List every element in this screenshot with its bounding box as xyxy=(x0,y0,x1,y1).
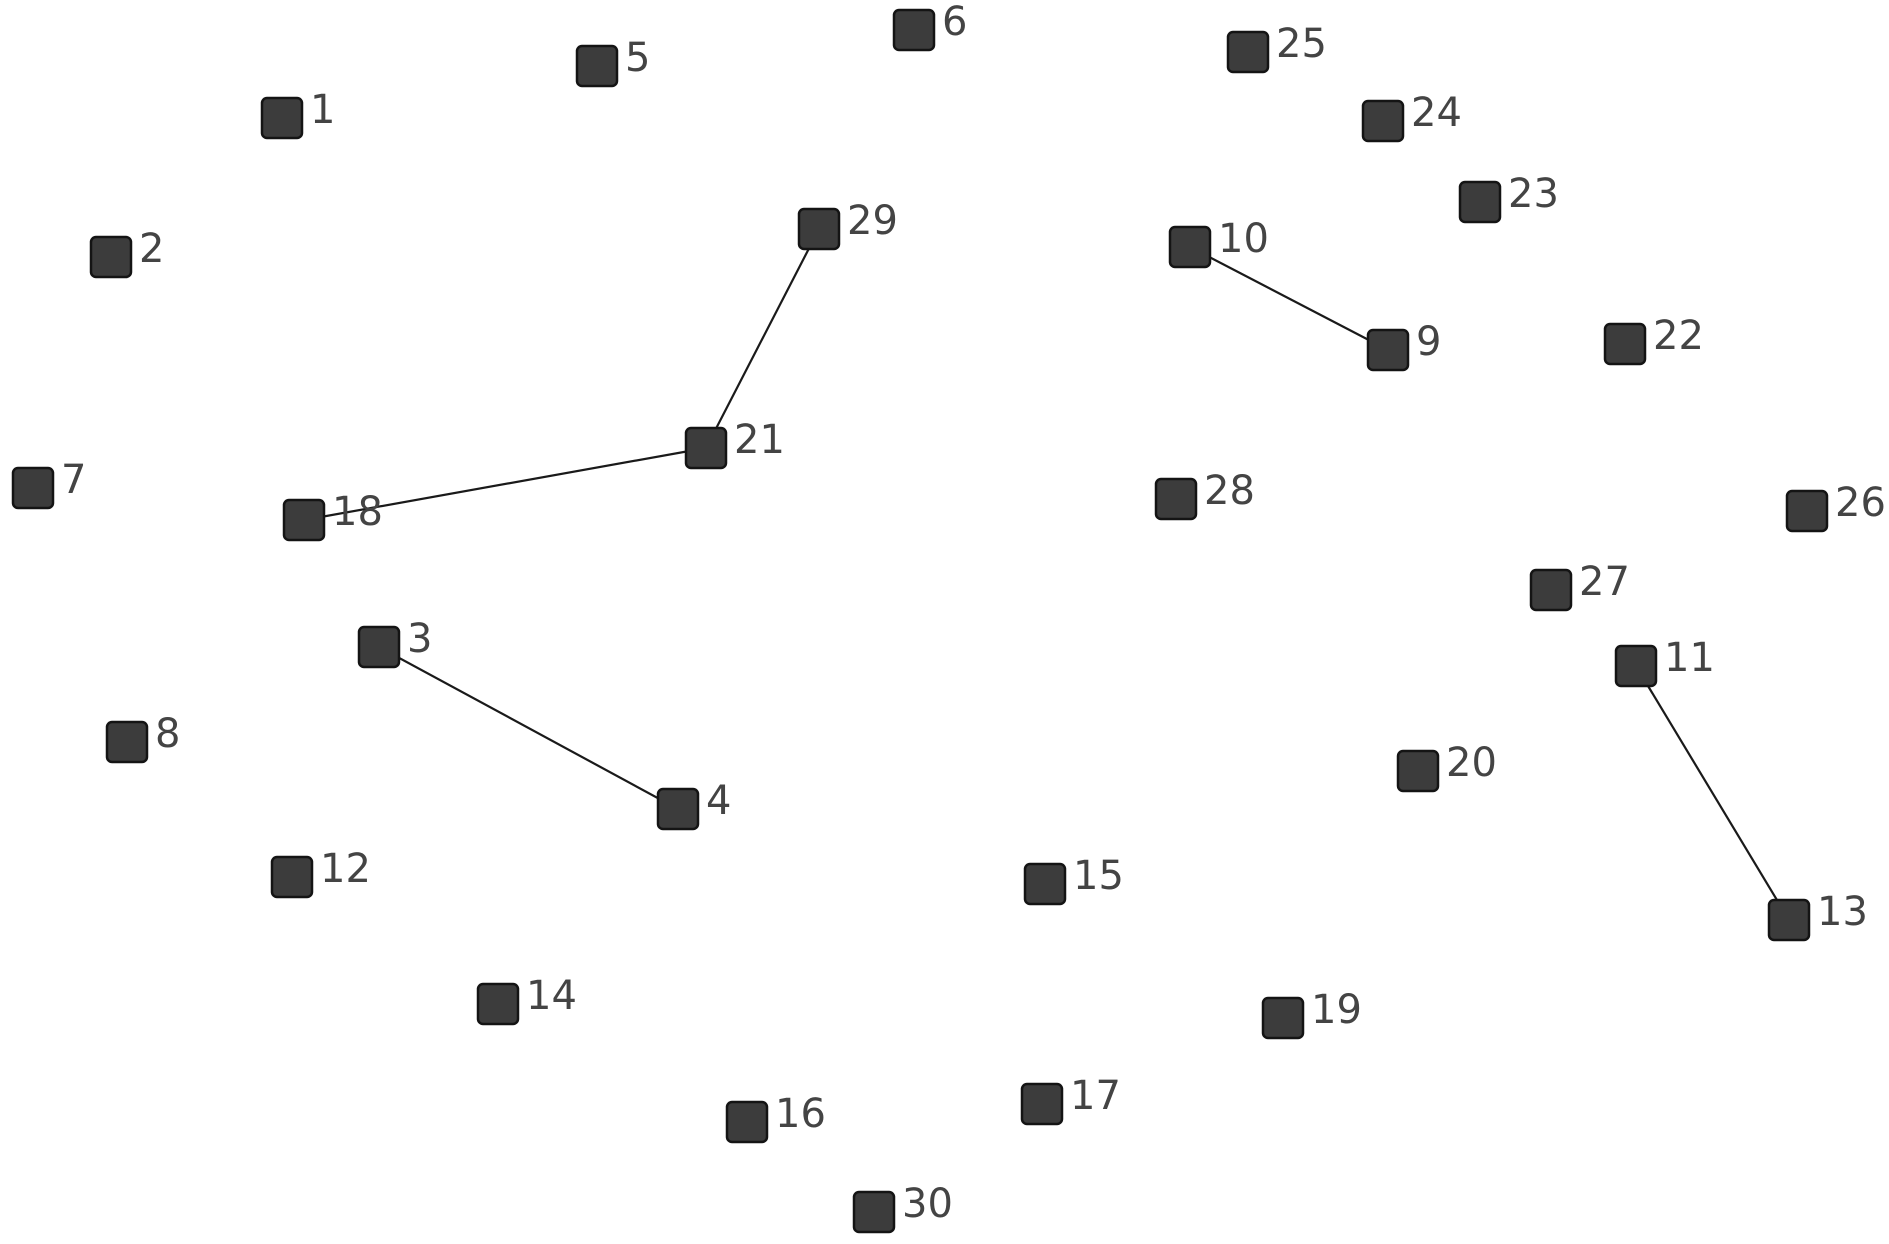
node-label-22: 22 xyxy=(1653,313,1704,359)
node-label-20: 20 xyxy=(1446,740,1497,786)
edges-layer xyxy=(303,228,1790,921)
node-label-13: 13 xyxy=(1817,889,1868,935)
node-23: 23 xyxy=(1458,171,1559,224)
node-label-7: 7 xyxy=(61,457,86,503)
node-label-17: 17 xyxy=(1070,1073,1121,1119)
node-11: 11 xyxy=(1614,635,1715,688)
node-27: 27 xyxy=(1529,559,1630,612)
node-box-24 xyxy=(1361,99,1405,143)
node-box-21 xyxy=(684,426,728,470)
node-label-29: 29 xyxy=(847,198,898,244)
node-label-24: 24 xyxy=(1411,90,1462,136)
node-25: 25 xyxy=(1226,21,1327,74)
node-label-15: 15 xyxy=(1073,853,1124,899)
node-1: 1 xyxy=(260,87,335,140)
node-box-15 xyxy=(1023,862,1067,906)
node-label-9: 9 xyxy=(1416,319,1441,365)
node-box-7 xyxy=(11,466,55,510)
node-box-6 xyxy=(892,8,936,52)
node-30: 30 xyxy=(852,1181,953,1234)
node-box-4 xyxy=(656,787,700,831)
node-21: 21 xyxy=(684,417,785,470)
node-box-9 xyxy=(1366,328,1410,372)
node-29: 29 xyxy=(797,198,898,251)
node-22: 22 xyxy=(1603,313,1704,366)
node-box-11 xyxy=(1614,644,1658,688)
node-box-17 xyxy=(1020,1082,1064,1126)
node-box-8 xyxy=(105,720,149,764)
node-box-30 xyxy=(852,1190,896,1234)
node-10: 10 xyxy=(1168,216,1269,269)
node-7: 7 xyxy=(11,457,86,510)
node-label-8: 8 xyxy=(155,711,180,757)
node-14: 14 xyxy=(476,973,577,1026)
node-20: 20 xyxy=(1396,740,1497,793)
node-box-19 xyxy=(1261,996,1305,1040)
node-label-27: 27 xyxy=(1579,559,1630,605)
node-box-12 xyxy=(270,855,314,899)
node-label-16: 16 xyxy=(775,1091,826,1137)
node-box-28 xyxy=(1154,477,1198,521)
edge-3-4 xyxy=(378,646,679,810)
node-box-23 xyxy=(1458,180,1502,224)
node-label-3: 3 xyxy=(407,616,432,662)
node-17: 17 xyxy=(1020,1073,1121,1126)
edge-11-13 xyxy=(1635,665,1790,921)
node-18: 18 xyxy=(282,489,383,542)
node-box-27 xyxy=(1529,568,1573,612)
node-6: 6 xyxy=(892,0,967,52)
node-9: 9 xyxy=(1366,319,1441,372)
node-15: 15 xyxy=(1023,853,1124,906)
node-28: 28 xyxy=(1154,468,1255,521)
node-label-19: 19 xyxy=(1311,987,1362,1033)
node-label-1: 1 xyxy=(310,87,335,133)
node-box-25 xyxy=(1226,30,1270,74)
node-label-30: 30 xyxy=(902,1181,953,1227)
node-label-11: 11 xyxy=(1664,635,1715,681)
node-box-3 xyxy=(357,625,401,669)
node-13: 13 xyxy=(1767,889,1868,942)
node-box-16 xyxy=(725,1100,769,1144)
node-box-2 xyxy=(89,235,133,279)
node-5: 5 xyxy=(575,35,650,88)
node-3: 3 xyxy=(357,616,432,669)
node-8: 8 xyxy=(105,711,180,764)
node-24: 24 xyxy=(1361,90,1462,143)
node-box-22 xyxy=(1603,322,1647,366)
node-26: 26 xyxy=(1785,480,1886,533)
node-label-14: 14 xyxy=(526,973,577,1019)
node-label-26: 26 xyxy=(1835,480,1886,526)
node-box-14 xyxy=(476,982,520,1026)
node-box-18 xyxy=(282,498,326,542)
node-label-6: 6 xyxy=(942,0,967,45)
node-label-2: 2 xyxy=(139,226,164,272)
edge-10-9 xyxy=(1189,246,1389,351)
edge-29-21 xyxy=(705,228,820,449)
node-16: 16 xyxy=(725,1091,826,1144)
node-label-23: 23 xyxy=(1508,171,1559,217)
node-box-13 xyxy=(1767,898,1811,942)
node-12: 12 xyxy=(270,846,371,899)
node-label-5: 5 xyxy=(625,35,650,81)
node-label-28: 28 xyxy=(1204,468,1255,514)
node-label-4: 4 xyxy=(706,778,731,824)
node-label-25: 25 xyxy=(1276,21,1327,67)
node-label-21: 21 xyxy=(734,417,785,463)
edge-21-18 xyxy=(303,446,707,522)
node-box-29 xyxy=(797,207,841,251)
node-box-20 xyxy=(1396,749,1440,793)
node-box-10 xyxy=(1168,225,1212,269)
node-label-18: 18 xyxy=(332,489,383,535)
node-box-26 xyxy=(1785,489,1829,533)
node-label-10: 10 xyxy=(1218,216,1269,262)
node-box-5 xyxy=(575,44,619,88)
node-2: 2 xyxy=(89,226,164,279)
node-label-12: 12 xyxy=(320,846,371,892)
node-box-1 xyxy=(260,96,304,140)
node-4: 4 xyxy=(656,778,731,831)
node-19: 19 xyxy=(1261,987,1362,1040)
